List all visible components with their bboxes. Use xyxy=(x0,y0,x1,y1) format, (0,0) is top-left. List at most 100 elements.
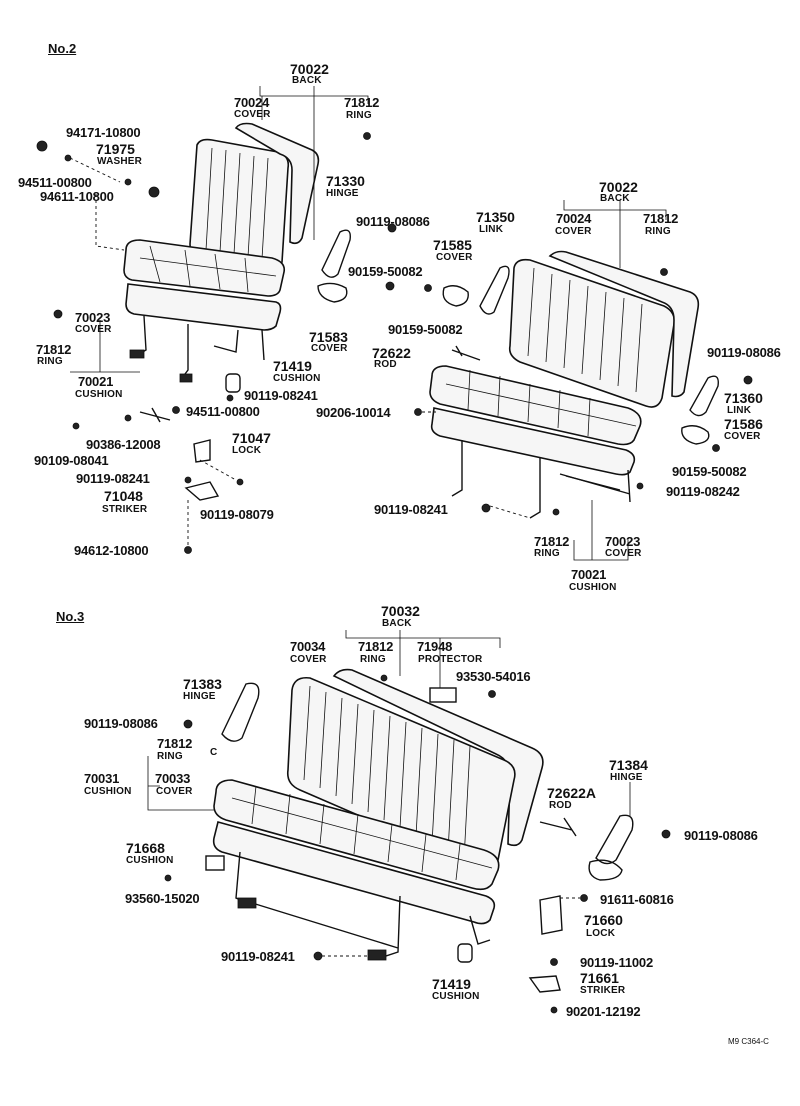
part-label-71585: 71585 xyxy=(433,237,472,253)
part-label-90119-08086-a: 90119-08086 xyxy=(356,214,430,229)
part-label-71812-e: 71812 xyxy=(358,639,394,654)
part-label-link-b: LINK xyxy=(727,405,752,416)
part-label-ring-b: RING xyxy=(645,226,671,237)
part-label-90206: 90206-10014 xyxy=(316,405,391,420)
part-label-71975: 71975 xyxy=(96,141,135,157)
part-label-71047: 71047 xyxy=(232,430,271,446)
part-label-cover-d: COVER xyxy=(605,548,642,559)
part-label-94171: 94171-10800 xyxy=(66,125,141,140)
part-label-71384: 71384 xyxy=(609,757,648,773)
part-label-90159-50082-b: 90159-50082 xyxy=(388,322,463,337)
part-label-71350: 71350 xyxy=(476,209,515,225)
part-label-94511-b: 94511-00800 xyxy=(186,404,260,419)
part-label-cover-71583: COVER xyxy=(311,343,348,354)
part-label-90109: 90109-08041 xyxy=(34,453,109,468)
seat-no3 xyxy=(147,630,671,1014)
seat-no2-right xyxy=(414,200,753,561)
part-label-hinge-a: HINGE xyxy=(326,188,359,199)
part-label-70034: 70034 xyxy=(290,639,326,654)
part-label-71812-b: 71812 xyxy=(643,211,679,226)
part-label-91611: 91611-60816 xyxy=(600,892,674,907)
part-label-71660: 71660 xyxy=(584,912,623,928)
part-label-striker-a: STRIKER xyxy=(102,504,148,515)
part-label-cushion-d: CUSHION xyxy=(84,786,132,797)
part-label-cushion-a: CUSHION xyxy=(273,373,321,384)
footer-code: M9 C364-C xyxy=(728,1037,769,1046)
part-label-hinge-c: HINGE xyxy=(610,772,643,783)
part-label-71419-a: 71419 xyxy=(273,358,312,374)
part-label-70033: 70033 xyxy=(155,771,191,786)
part-label-c-mark: C xyxy=(210,747,218,758)
part-label-70022-a: 70022 xyxy=(290,61,329,77)
section-no2-heading: No.2 xyxy=(48,41,77,56)
part-label-70024-b: 70024 xyxy=(556,211,592,226)
part-label-striker-b: STRIKER xyxy=(580,985,626,996)
part-label-70024-a: 70024 xyxy=(234,95,270,110)
part-label-ring-f: RING xyxy=(157,751,183,762)
part-label-cover-71585: COVER xyxy=(436,252,473,263)
part-label-back-b: BACK xyxy=(600,193,630,204)
section-no3-heading: No.3 xyxy=(56,609,85,624)
part-label-90119-08241-d: 90119-08241 xyxy=(221,949,295,964)
part-label-90119-08086-c: 90119-08086 xyxy=(84,716,158,731)
part-label-90119-08241-a: 90119-08241 xyxy=(244,388,318,403)
part-label-90119-11002: 90119-11002 xyxy=(580,955,653,970)
part-label-washer: WASHER xyxy=(97,156,143,167)
part-label-cushion-b: CUSHION xyxy=(75,389,123,400)
part-label-70023-b: 70023 xyxy=(605,534,641,549)
part-label-72622A: 72622A xyxy=(547,785,597,801)
part-label-90159-50082-c: 90159-50082 xyxy=(672,464,747,479)
part-label-cushion-e: CUSHION xyxy=(126,855,174,866)
part-label-70022-b: 70022 xyxy=(599,179,638,195)
part-label-cover-c: COVER xyxy=(75,324,112,335)
part-label-71812-f: 71812 xyxy=(157,736,193,751)
part-label-90201: 90201-12192 xyxy=(566,1004,641,1019)
part-label-90386: 90386-12008 xyxy=(86,437,161,452)
part-label-71583: 71583 xyxy=(309,329,348,345)
part-label-94612: 94612-10800 xyxy=(74,543,149,558)
part-label-71330: 71330 xyxy=(326,173,365,189)
part-label-93560: 93560-15020 xyxy=(125,891,200,906)
part-label-71812-d: 71812 xyxy=(534,534,570,549)
part-label-72622-a: 72622 xyxy=(372,345,411,361)
part-label-70031: 70031 xyxy=(84,771,120,786)
part-label-90119-08086-d: 90119-08086 xyxy=(684,828,758,843)
part-label-lock-a: LOCK xyxy=(232,445,262,456)
part-label-rod-a: ROD xyxy=(374,359,397,370)
part-label-70021-b: 70021 xyxy=(571,567,607,582)
part-label-cushion-c: CUSHION xyxy=(569,582,617,593)
part-label-90119-08241-c: 90119-08241 xyxy=(374,502,448,517)
part-label-protector: PROTECTOR xyxy=(418,654,483,665)
part-label-94611: 94611-10800 xyxy=(40,189,114,204)
part-label-71048: 71048 xyxy=(104,488,143,504)
part-label-back-a: BACK xyxy=(292,75,322,86)
part-label-cover-b: COVER xyxy=(555,226,592,237)
part-label-71360: 71360 xyxy=(724,390,763,406)
seat-no2-left xyxy=(36,86,397,554)
part-label-cover-f: COVER xyxy=(156,786,193,797)
part-label-lock-b: LOCK xyxy=(586,928,616,939)
part-label-ring-e: RING xyxy=(360,654,386,665)
part-label-ring-d: RING xyxy=(534,548,560,559)
part-label-hinge-b: HINGE xyxy=(183,691,216,702)
part-label-71419-b: 71419 xyxy=(432,976,471,992)
part-label-71586: 71586 xyxy=(724,416,763,432)
part-label-70032: 70032 xyxy=(381,603,420,619)
part-label-90119-08242: 90119-08242 xyxy=(666,484,740,499)
part-label-71661: 71661 xyxy=(580,970,619,986)
part-label-93530: 93530-54016 xyxy=(456,669,531,684)
part-label-94511-a: 94511-00800 xyxy=(18,175,92,190)
part-label-71812-c: 71812 xyxy=(36,342,72,357)
part-label-back-c: BACK xyxy=(382,618,412,629)
part-label-71948: 71948 xyxy=(417,639,453,654)
part-label-link-a: LINK xyxy=(479,224,504,235)
part-label-71668: 71668 xyxy=(126,840,165,856)
part-label-71812-a: 71812 xyxy=(344,95,380,110)
part-label-90119-08079: 90119-08079 xyxy=(200,507,274,522)
part-label-90119-08241-b: 90119-08241 xyxy=(76,471,150,486)
part-label-cover-71586: COVER xyxy=(724,431,761,442)
part-label-90159-50082-a: 90159-50082 xyxy=(348,264,423,279)
part-label-cushion-f: CUSHION xyxy=(432,991,480,1002)
part-label-cover-a: COVER xyxy=(234,109,271,120)
